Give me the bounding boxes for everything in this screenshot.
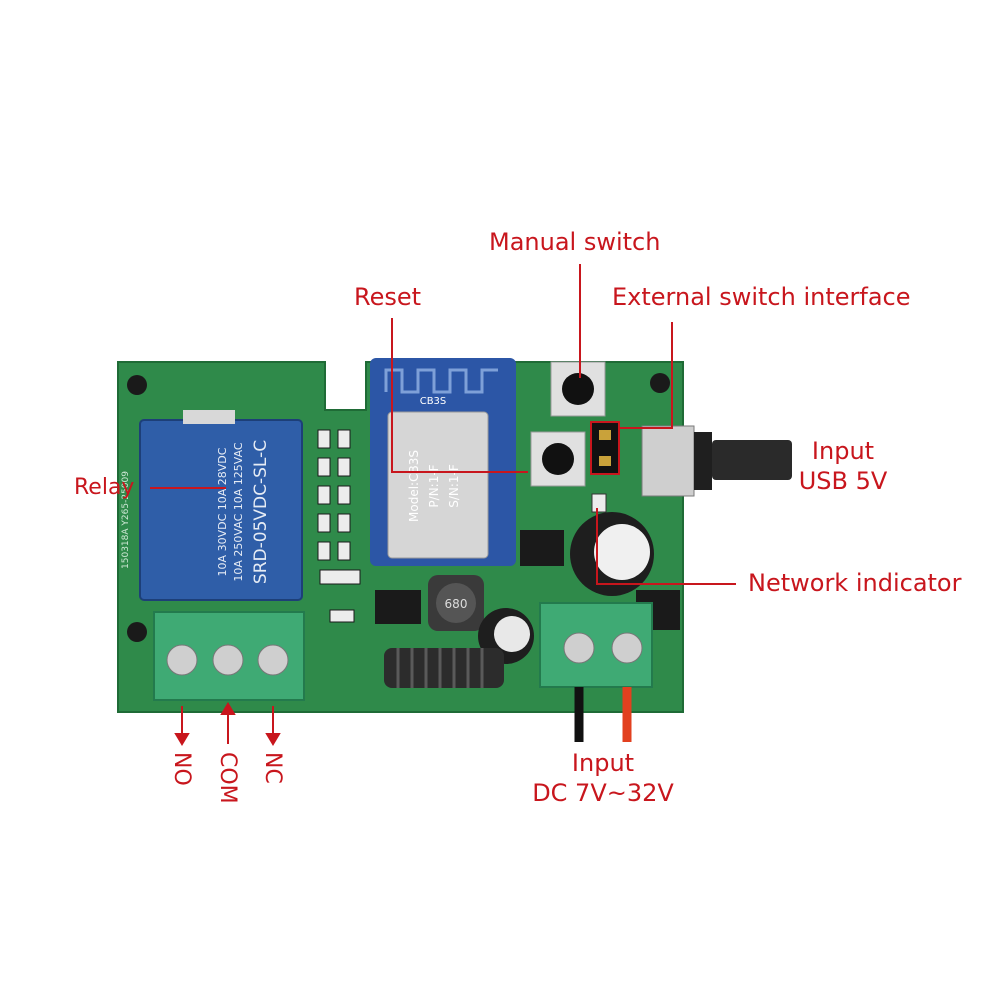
network-indicator-callout-line [596, 508, 736, 585]
wifi-module-label: CB3S [420, 396, 447, 407]
input-usb-line1: Input [811, 437, 875, 465]
relay-rating-2: 10A 30VDC 10A 28VDC [216, 447, 229, 576]
terminal-screw-nc [257, 644, 289, 676]
usb-plug [694, 432, 712, 490]
relay-part-number: SRD-05VDC-SL-C [251, 440, 271, 584]
dc-terminal-screw-positive [611, 632, 643, 664]
no-arrowhead [174, 733, 190, 746]
network-indicator-led [591, 493, 607, 513]
wifi-module-shield [387, 411, 489, 559]
ic-chip [520, 530, 564, 566]
external-switch-header [590, 421, 620, 475]
terminal-nc-label: NC [260, 752, 285, 784]
input-dc-label: Input DC 7V~32V [520, 748, 686, 808]
relay-date-code: 150318A Y265-25009 [121, 471, 131, 569]
mounting-hole [650, 373, 670, 393]
input-usb-label: Input USB 5V [790, 436, 896, 496]
wifi-module-sn: S/N:1-F [447, 464, 461, 508]
terminal-screw-com [212, 644, 244, 676]
smd-pad-array [317, 429, 361, 623]
dc-terminal-screw-negative [563, 632, 595, 664]
ic-chip [375, 590, 421, 624]
header-pin [599, 430, 611, 440]
nc-arrowhead [265, 733, 281, 746]
rf-coil [384, 648, 504, 688]
reset-callout-line [391, 318, 528, 473]
reset-label: Reset [354, 283, 422, 311]
terminal-no-label: NO [169, 752, 194, 786]
external-switch-callout-line [619, 322, 673, 429]
input-usb-line2: USB 5V [798, 467, 888, 495]
mounting-hole [127, 375, 147, 395]
inductor-core [436, 583, 476, 623]
header-pin [599, 456, 611, 466]
usb-port [641, 425, 695, 497]
input-dc-line1: Input [571, 749, 635, 777]
rf-coil-windings [396, 648, 484, 688]
wifi-module-model: Model:CB3S [407, 450, 421, 522]
wifi-module-pn: P/N:1-F [427, 464, 441, 507]
wifi-antenna-trace [384, 368, 498, 394]
inductor-label: 680 [445, 597, 468, 611]
terminal-screw-no [166, 644, 198, 676]
capacitor-top [594, 524, 650, 580]
relay-rating-1: 10A 250VAC 10A 125VAC [232, 442, 245, 582]
capacitor-small-top [494, 616, 530, 652]
usb-cable [712, 440, 792, 480]
mounting-hole [127, 622, 147, 642]
com-arrowhead [220, 702, 236, 715]
terminal-com-label: COM [215, 752, 240, 804]
reset-button [542, 443, 574, 475]
network-indicator-label: Network indicator [748, 569, 962, 597]
relay-tab [183, 410, 235, 424]
external-switch-interface-label: External switch interface [612, 283, 911, 311]
input-dc-line2: DC 7V~32V [532, 779, 674, 807]
manual-switch-button [562, 373, 594, 405]
manual-switch-label: Manual switch [489, 228, 661, 256]
reset-button-body [530, 431, 586, 487]
relay-label: Relay [74, 475, 135, 500]
